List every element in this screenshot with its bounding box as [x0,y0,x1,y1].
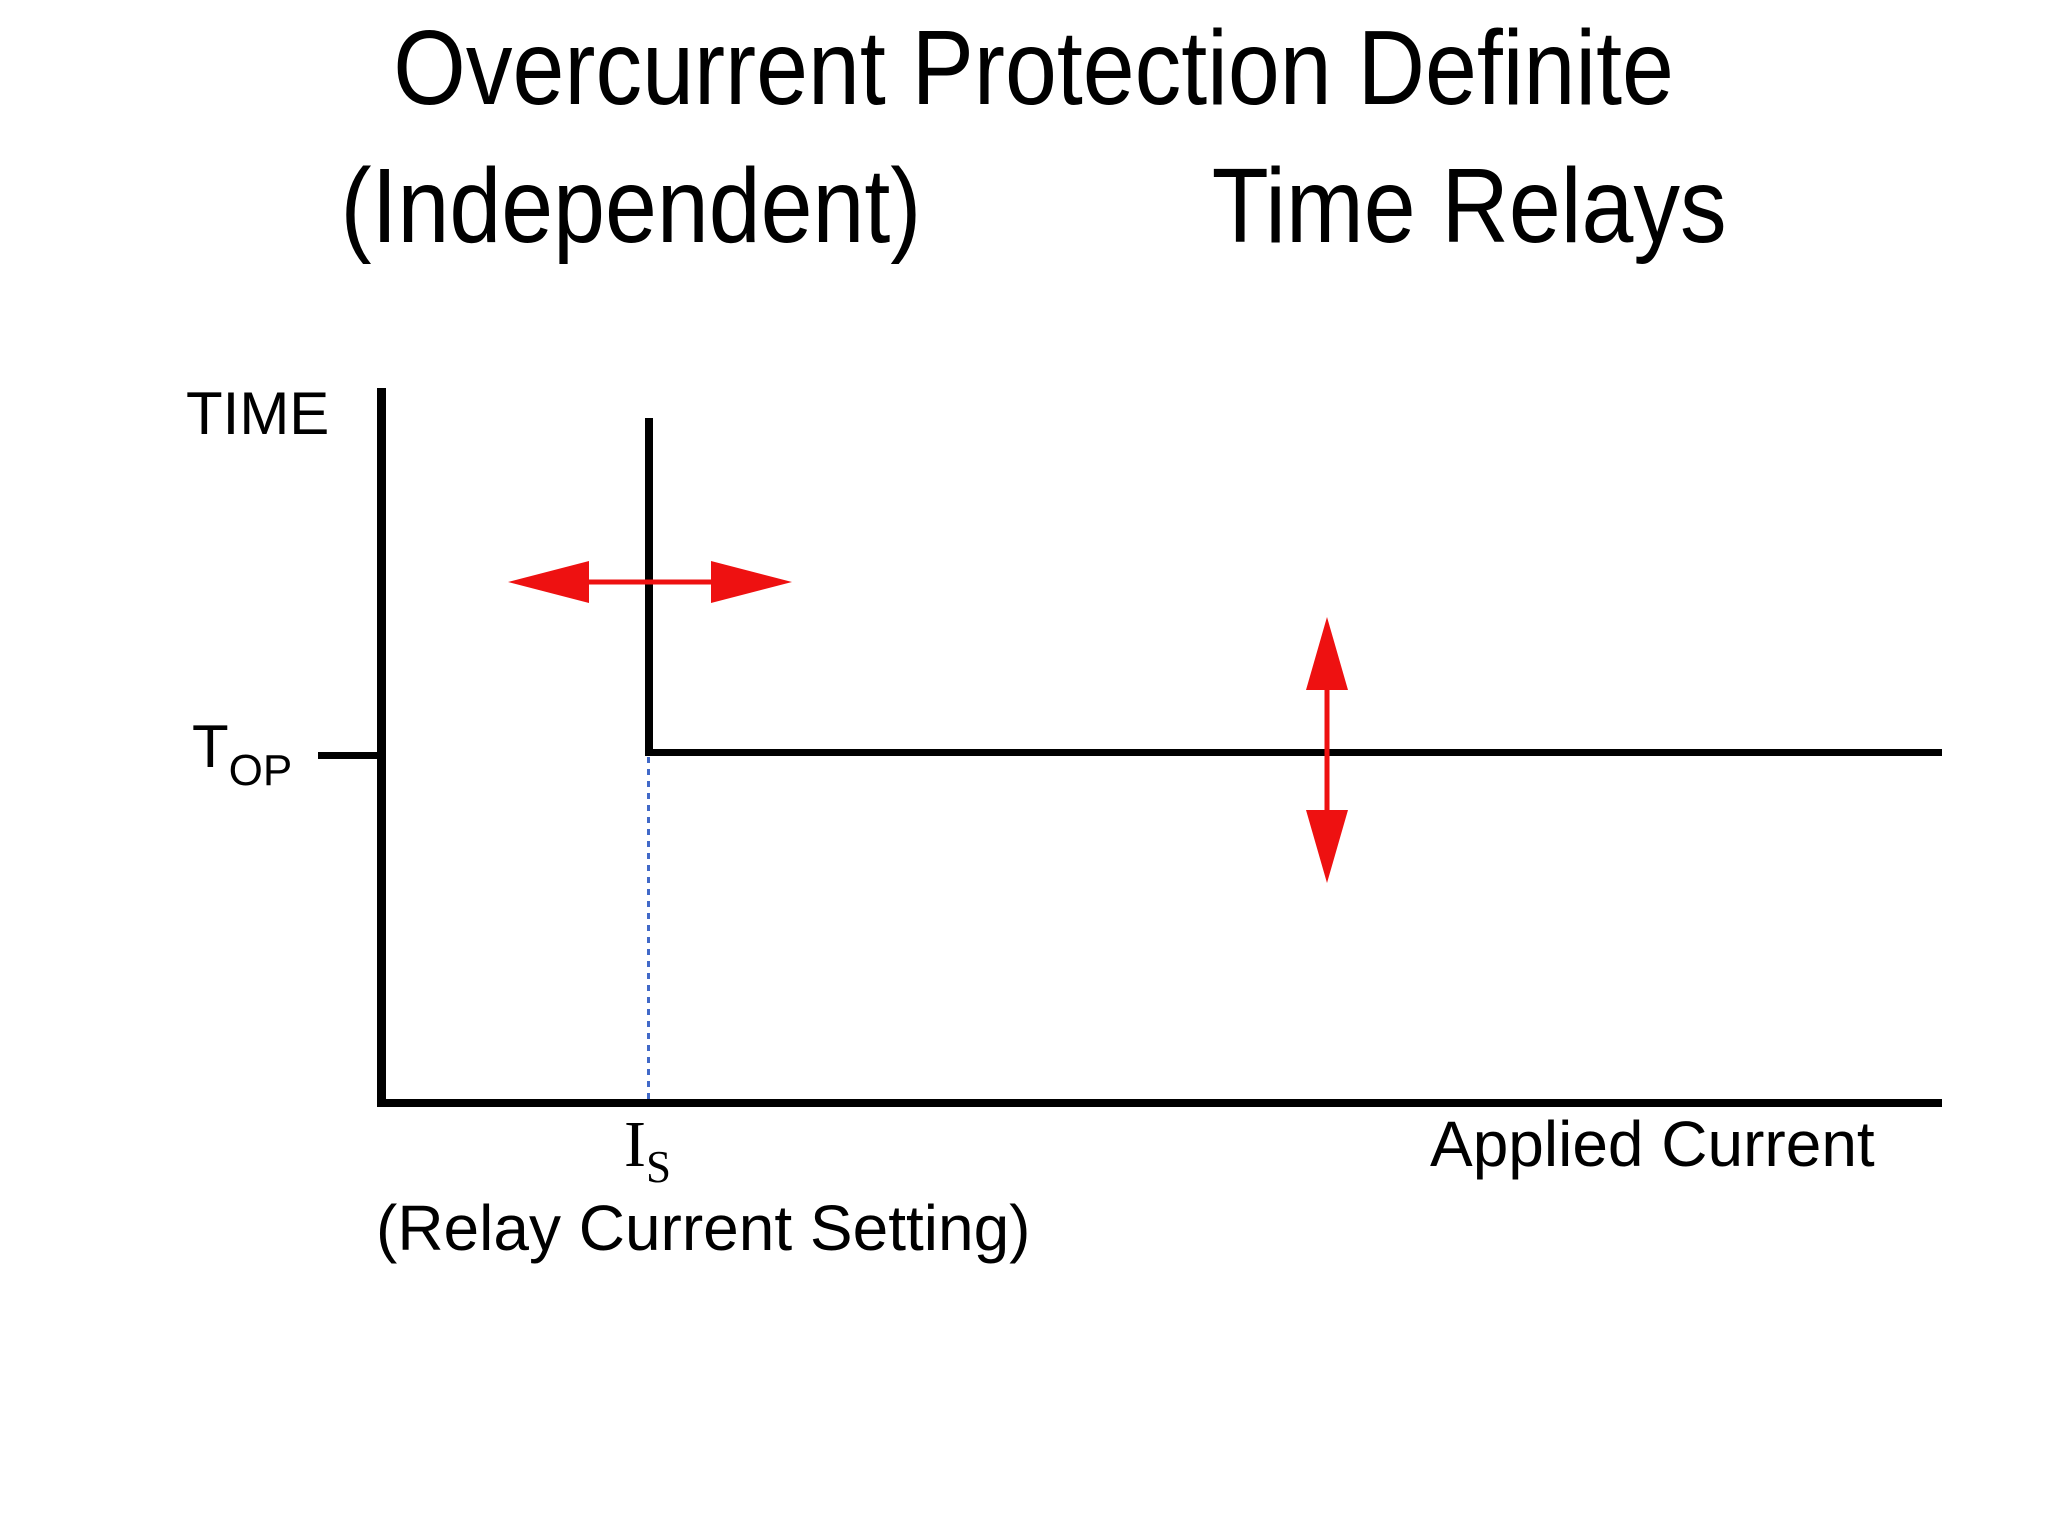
x-axis-line [377,1099,1942,1107]
t-op-sub: OP [228,746,293,795]
x-axis-label: Applied Current [1430,1108,1875,1180]
relay-current-setting-caption: (Relay Current Setting) [376,1192,1031,1264]
y-axis-line [377,388,386,1107]
i-s-label: IS [624,1112,671,1190]
i-s-main: I [624,1108,646,1181]
characteristic-vertical-segment [645,418,653,754]
i-s-sub: S [645,1142,672,1192]
title-line2: (Independent) Time Relays [341,146,1727,267]
t-op-tick [318,752,378,759]
y-axis-label: TIME [186,380,330,447]
t-op-label: TOP [192,717,292,793]
horizontal-double-arrow-icon [508,561,792,603]
vertical-double-arrow-icon [1306,617,1348,883]
title-line2-left: (Independent) [340,146,922,265]
characteristic-horizontal-segment [645,749,1942,756]
title-line2-right: Time Relays [1212,146,1728,265]
t-op-main: T [192,713,229,780]
title-line1-row: Overcurrent Protection Definite [20,0,2048,138]
page-title: Overcurrent Protection Definite [393,8,1675,127]
is-dashed-guide-line [647,757,650,1099]
title-line2-row: (Independent) Time Relays [20,136,2048,276]
